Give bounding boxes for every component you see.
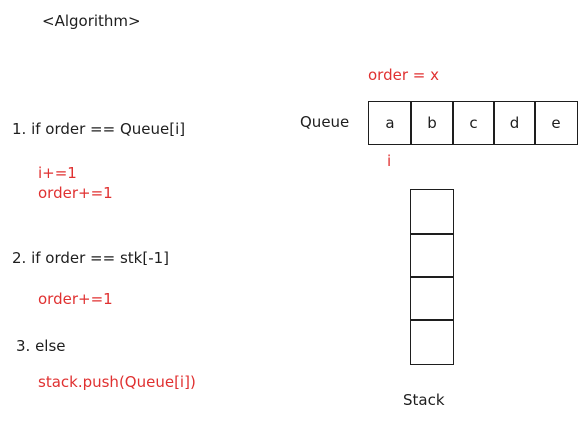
step-1-action-1: i+=1 [38, 164, 77, 182]
stack-cell [410, 233, 454, 278]
queue-cell-b: b [410, 101, 454, 145]
queue-cell-e: e [534, 101, 578, 145]
step-1-condition: 1. if order == Queue[i] [12, 120, 186, 138]
stack-cell [410, 319, 454, 365]
queue-label: Queue [300, 113, 350, 131]
stack-cell [410, 189, 454, 235]
step-3-action-1: stack.push(Queue[i]) [38, 373, 196, 391]
step-2-action-1: order+=1 [38, 290, 113, 308]
queue-pointer-i: i [387, 152, 392, 170]
order-label: order = x [368, 66, 439, 84]
queue-cell-d: d [493, 101, 536, 145]
step-1-action-2: order+=1 [38, 184, 113, 202]
step-3-condition: 3. else [16, 337, 66, 355]
stack-cell [410, 276, 454, 321]
step-2-condition: 2. if order == stk[-1] [12, 249, 170, 267]
queue-cell-a: a [368, 101, 412, 145]
queue-cell-c: c [452, 101, 495, 145]
algorithm-title: <Algorithm> [42, 12, 141, 30]
stack-label: Stack [403, 391, 445, 409]
